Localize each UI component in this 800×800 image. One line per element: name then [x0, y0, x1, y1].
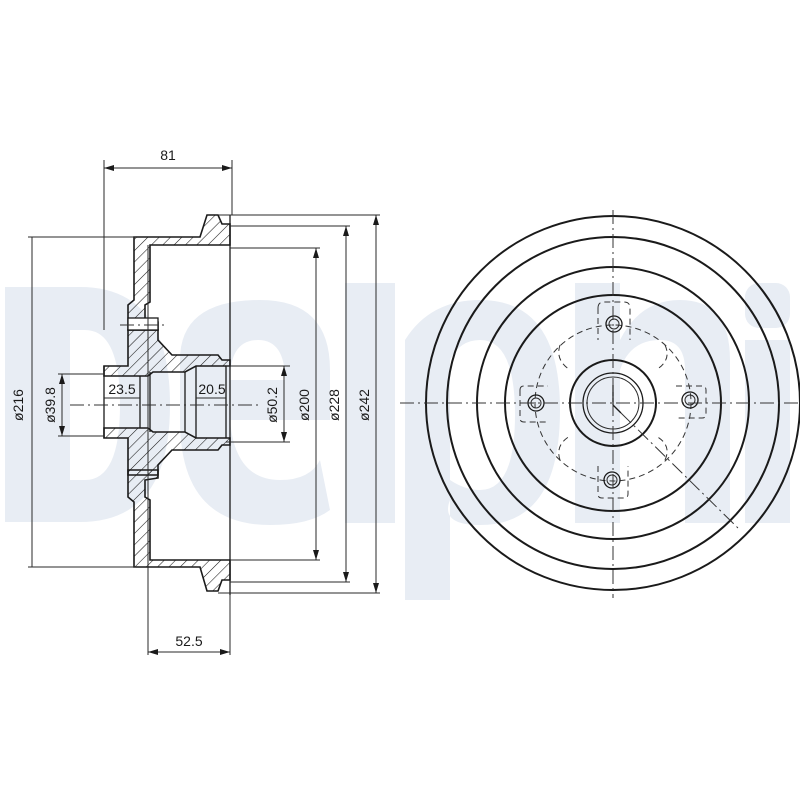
section-view	[70, 214, 260, 595]
dimension-lines: 81 52.5 23.5 20.5 ø216 ø39.8 ø50.2	[10, 147, 380, 655]
dim-dia-228: ø228	[326, 389, 342, 421]
stud-hole-upper	[127, 317, 159, 331]
front-view	[400, 210, 800, 598]
dim-52-5: 52.5	[175, 633, 202, 649]
hub-upper	[103, 329, 231, 377]
dim-81: 81	[160, 147, 176, 163]
stud-hole-bottom	[603, 471, 621, 489]
drum-wall-top	[127, 214, 231, 331]
stud-hole-top	[605, 315, 623, 333]
hub-lower	[103, 427, 231, 476]
dim-dia-39-8: ø39.8	[42, 387, 58, 423]
dim-dia-200: ø200	[296, 389, 312, 421]
dim-20-5: 20.5	[198, 381, 225, 397]
dim-dia-242: ø242	[356, 389, 372, 421]
dim-23-5: 23.5	[108, 381, 135, 397]
drum-wall-bottom	[127, 469, 231, 592]
dim-dia-216: ø216	[10, 389, 26, 421]
dim-dia-50-2: ø50.2	[264, 387, 280, 423]
stud-hole-right	[681, 391, 699, 409]
